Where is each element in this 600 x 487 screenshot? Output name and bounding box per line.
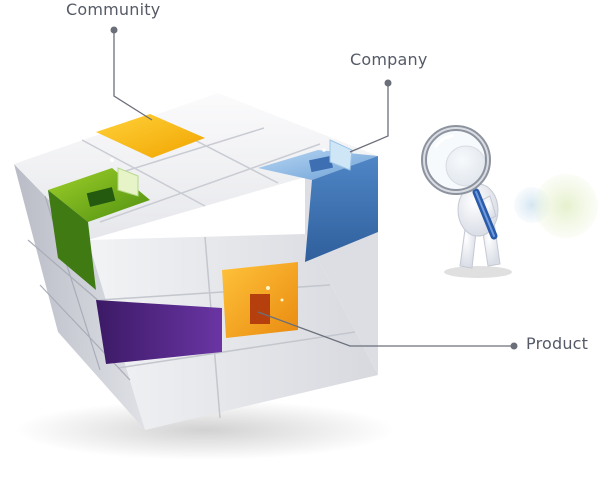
cube-shadow — [15, 400, 395, 460]
community-label: Community — [66, 0, 161, 19]
bubble-green — [534, 174, 598, 238]
cube-left-face — [14, 164, 145, 430]
product-hole — [250, 294, 270, 324]
company-hole — [308, 155, 334, 173]
product-label: Product — [526, 334, 589, 353]
community-dot — [110, 26, 118, 34]
magnifying-glass-icon — [421, 125, 498, 240]
figure-character-icon — [444, 145, 512, 278]
green-hole — [86, 187, 116, 207]
green-tile-side — [48, 190, 96, 290]
company-lid-icon — [329, 139, 353, 171]
company-leader — [349, 83, 389, 153]
purple-band — [96, 300, 222, 364]
product-leader — [257, 311, 514, 347]
community-leader — [113, 30, 153, 121]
leader-lines — [113, 30, 514, 347]
product-dot — [510, 342, 518, 350]
cube — [14, 93, 378, 430]
company-label: Company — [350, 50, 428, 69]
community-tile — [96, 114, 205, 158]
green-lid-icon — [117, 167, 139, 197]
company-dot — [384, 79, 392, 87]
company-tile-side — [305, 156, 378, 262]
